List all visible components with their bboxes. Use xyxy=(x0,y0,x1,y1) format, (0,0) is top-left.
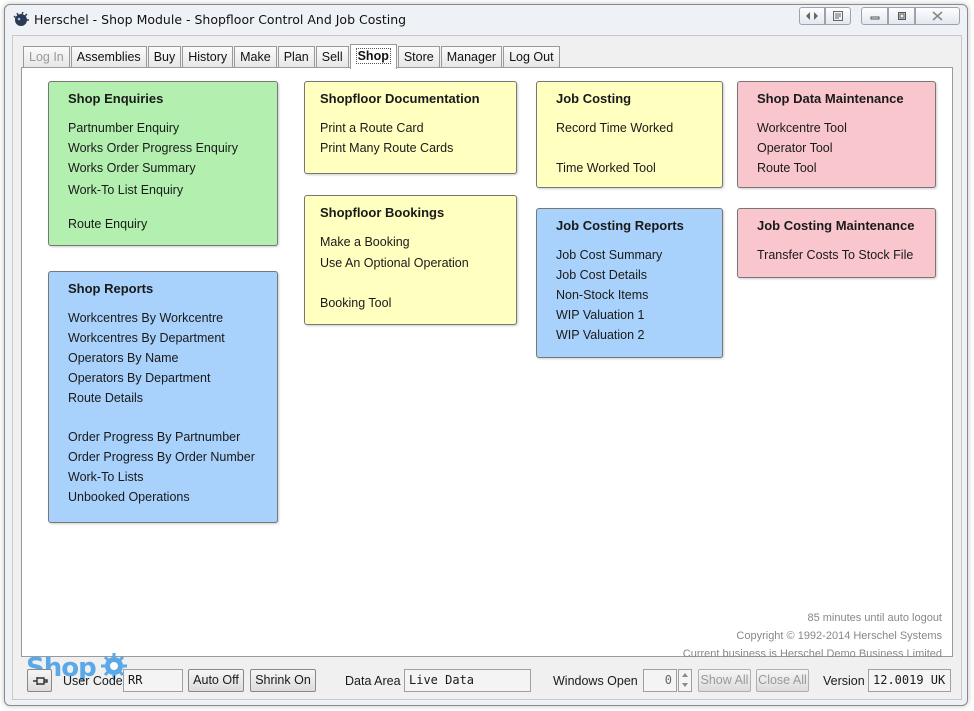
show-all-button[interactable]: Show All xyxy=(698,669,751,692)
partnumber-enquiry-link[interactable]: Partnumber Enquiry xyxy=(68,121,180,135)
version-label: Version xyxy=(823,674,865,688)
workcentres-by-workcentre-link[interactable]: Workcentres By Workcentre xyxy=(68,311,224,325)
shrink-on-button[interactable]: Shrink On xyxy=(250,669,316,692)
use-optional-operation-link[interactable]: Use An Optional Operation xyxy=(320,256,469,270)
tab-assemblies[interactable]: Assemblies xyxy=(70,46,147,68)
spinner-up-icon[interactable] xyxy=(679,670,691,680)
panel-title: Shop Enquiries xyxy=(68,91,164,106)
record-time-worked-link[interactable]: Record Time Worked xyxy=(556,121,674,135)
close-button[interactable] xyxy=(915,7,960,25)
auto-off-button[interactable]: Auto Off xyxy=(188,669,244,692)
arrows-horizontal-icon xyxy=(806,12,818,20)
spinner-down-icon[interactable] xyxy=(679,680,691,690)
job-cost-details-link[interactable]: Job Cost Details xyxy=(556,268,648,282)
pushpin-icon xyxy=(32,677,48,685)
route-details-link[interactable]: Route Details xyxy=(68,391,144,405)
version-field: 12.0019 UK xyxy=(868,669,951,692)
operators-by-department-link[interactable]: Operators By Department xyxy=(68,371,211,385)
tab-manager[interactable]: Manager xyxy=(440,46,503,68)
app-window: Herschel - Shop Module - Shopfloor Contr… xyxy=(4,4,968,706)
tab-plan[interactable]: Plan xyxy=(277,46,315,68)
title-bar: Herschel - Shop Module - Shopfloor Contr… xyxy=(5,5,967,35)
copyright-text: Copyright © 1992-2014 Herschel Systems xyxy=(736,630,942,642)
status-bar: User Code RR Auto Off Shrink On Data Are… xyxy=(23,668,953,696)
tab-store[interactable]: Store xyxy=(397,46,440,68)
tab-shop[interactable]: Shop xyxy=(349,44,397,69)
wip-valuation-1-link[interactable]: WIP Valuation 1 xyxy=(556,308,645,322)
auto-logout-notice: 85 minutes until auto logout xyxy=(807,612,942,624)
panel-title: Shop Data Maintenance xyxy=(757,91,904,106)
window-menu-button[interactable] xyxy=(825,7,851,25)
minimize-icon xyxy=(870,16,879,20)
non-stock-items-link[interactable]: Non-Stock Items xyxy=(556,288,649,302)
works-order-summary-link[interactable]: Works Order Summary xyxy=(68,161,196,175)
window-title: Herschel - Shop Module - Shopfloor Contr… xyxy=(34,12,407,27)
print-route-card-link[interactable]: Print a Route Card xyxy=(320,121,424,135)
order-progress-by-partnumber-link[interactable]: Order Progress By Partnumber xyxy=(68,430,241,444)
close-all-button[interactable]: Close All xyxy=(756,669,809,692)
data-area-field[interactable]: Live Data xyxy=(404,669,531,692)
close-icon xyxy=(932,11,943,21)
order-progress-by-order-number-link[interactable]: Order Progress By Order Number xyxy=(68,450,255,464)
route-enquiry-link[interactable]: Route Enquiry xyxy=(68,217,148,231)
tab-make[interactable]: Make xyxy=(234,46,277,68)
notepad-icon xyxy=(833,11,843,21)
client-area: Log In Assemblies Buy History Make Plan … xyxy=(12,35,962,700)
job-cost-summary-link[interactable]: Job Cost Summary xyxy=(556,248,663,262)
shopfloor-bookings-panel: Shopfloor Bookings Make a Booking Use An… xyxy=(304,195,517,325)
module-tabs: Log In Assemblies Buy History Make Plan … xyxy=(23,44,561,69)
make-booking-link[interactable]: Make a Booking xyxy=(320,235,410,249)
shop-reports-panel: Shop Reports Workcentres By Workcentre W… xyxy=(48,271,278,523)
shopfloor-documentation-panel: Shopfloor Documentation Print a Route Ca… xyxy=(304,81,517,174)
panel-title: Shopfloor Bookings xyxy=(320,205,445,220)
restore-size-button[interactable] xyxy=(799,7,825,25)
user-code-label: User Code xyxy=(63,674,123,688)
panel-title: Job Costing xyxy=(556,91,632,106)
windows-open-label: Windows Open xyxy=(553,674,638,688)
booking-tool-link[interactable]: Booking Tool xyxy=(320,296,392,310)
panel-title: Shop Reports xyxy=(68,281,154,296)
operators-by-name-link[interactable]: Operators By Name xyxy=(68,351,179,365)
minimize-button[interactable] xyxy=(861,7,888,25)
tab-buy[interactable]: Buy xyxy=(147,46,182,68)
current-business-text: Current business is Herschel Demo Busine… xyxy=(682,648,942,660)
workcentres-by-department-link[interactable]: Workcentres By Department xyxy=(68,331,225,345)
panel-title: Shopfloor Documentation xyxy=(320,91,480,106)
print-many-route-cards-link[interactable]: Print Many Route Cards xyxy=(320,141,454,155)
data-area-label: Data Area xyxy=(345,674,401,688)
work-to-lists-link[interactable]: Work-To Lists xyxy=(68,470,144,484)
works-order-progress-enquiry-link[interactable]: Works Order Progress Enquiry xyxy=(68,141,238,155)
pin-button[interactable] xyxy=(27,669,52,692)
job-costing-panel: Job Costing Record Time Worked Time Work… xyxy=(536,81,723,188)
tab-history[interactable]: History xyxy=(182,46,234,68)
windows-open-spinner[interactable] xyxy=(678,669,692,692)
maximize-button[interactable] xyxy=(888,7,915,25)
tab-sell[interactable]: Sell xyxy=(315,46,349,68)
job-costing-reports-panel: Job Costing Reports Job Cost Summary Job… xyxy=(536,208,723,358)
shop-data-maintenance-panel: Shop Data Maintenance Workcentre Tool Op… xyxy=(737,81,936,188)
windows-open-field[interactable]: 0 xyxy=(643,669,677,692)
tab-log-out[interactable]: Log Out xyxy=(503,46,560,68)
time-worked-tool-link[interactable]: Time Worked Tool xyxy=(556,161,656,175)
workcentre-tool-link[interactable]: Workcentre Tool xyxy=(757,121,847,135)
tab-shop-label: Shop xyxy=(355,48,391,64)
panel-title: Job Costing Reports xyxy=(556,218,684,233)
operator-tool-link[interactable]: Operator Tool xyxy=(757,141,833,155)
panel-title: Job Costing Maintenance xyxy=(757,218,915,233)
wip-valuation-2-link[interactable]: WIP Valuation 2 xyxy=(556,328,645,342)
route-tool-link[interactable]: Route Tool xyxy=(757,161,817,175)
herschel-logo-icon xyxy=(13,12,29,26)
user-code-field[interactable]: RR xyxy=(123,669,183,692)
shop-enquiries-panel: Shop Enquiries Partnumber Enquiry Works … xyxy=(48,81,278,246)
shop-tab-panel: Shop Enquiries Partnumber Enquiry Works … xyxy=(21,67,953,683)
work-to-list-enquiry-link[interactable]: Work-To List Enquiry xyxy=(68,183,184,197)
tab-log-in[interactable]: Log In xyxy=(23,46,70,68)
maximize-icon xyxy=(897,12,906,20)
unbooked-operations-link[interactable]: Unbooked Operations xyxy=(68,490,190,504)
gear-icon xyxy=(100,653,127,679)
job-costing-maintenance-panel: Job Costing Maintenance Transfer Costs T… xyxy=(737,208,936,278)
transfer-costs-to-stock-file-link[interactable]: Transfer Costs To Stock File xyxy=(757,248,914,262)
